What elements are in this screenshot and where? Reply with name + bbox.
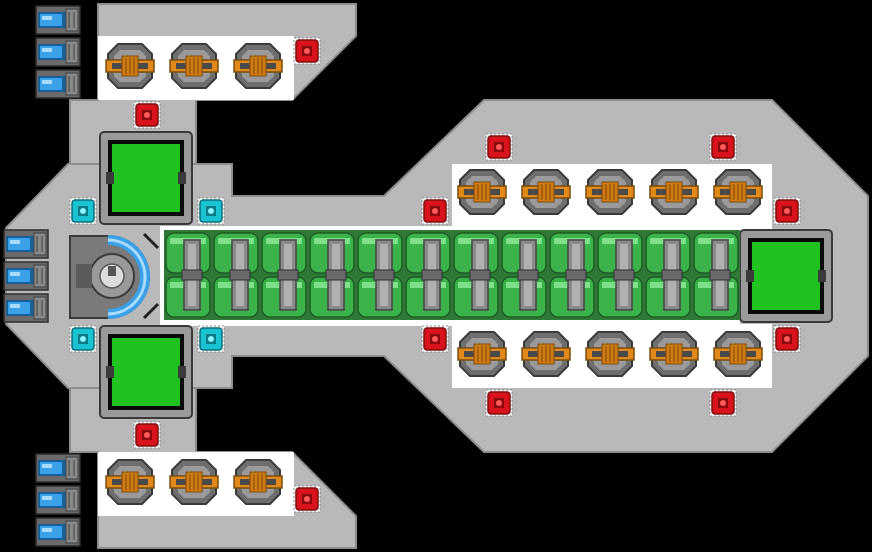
red-sensor-icon [485, 133, 513, 161]
red-sensor-icon [773, 197, 801, 225]
fuel-tanks [163, 229, 741, 321]
fuel-tank-icon [163, 229, 213, 321]
cyan-sensor-icon [197, 325, 225, 353]
turret-icon [457, 169, 507, 215]
red-sensor-icon [773, 325, 801, 353]
cockpit-icon [66, 230, 160, 324]
reactor-icon [99, 131, 193, 225]
fuel-tank-icon [499, 229, 549, 321]
fuel-tank-icon [451, 229, 501, 321]
turret-icon [649, 169, 699, 215]
thruster-icon [35, 37, 81, 67]
thruster-icon [35, 453, 81, 483]
fuel-tank-icon [307, 229, 357, 321]
red-sensor-icon [485, 389, 513, 417]
turret-icon [521, 331, 571, 377]
thruster-icon [35, 69, 81, 99]
turret-icon [105, 43, 155, 89]
thruster-icon [35, 5, 81, 35]
cyan-sensor-icon [69, 197, 97, 225]
turret-icon [169, 43, 219, 89]
fuel-tank-icon [355, 229, 405, 321]
red-sensor-icon [709, 133, 737, 161]
turret-icon [169, 459, 219, 505]
red-sensor-icon [421, 325, 449, 353]
red-sensor-icon [133, 421, 161, 449]
thruster-icon [3, 261, 49, 291]
turret-icon [585, 331, 635, 377]
red-sensor-icon [133, 101, 161, 129]
fuel-tank-icon [403, 229, 453, 321]
turret-icon [233, 459, 283, 505]
red-sensor-icon [709, 389, 737, 417]
turret-icon [457, 331, 507, 377]
cyan-sensor-icon [69, 325, 97, 353]
fuel-tank-icon [211, 229, 261, 321]
fuel-tank-icon [643, 229, 693, 321]
red-sensor-icon [421, 197, 449, 225]
thruster-icon [3, 229, 49, 259]
turret-icon [713, 331, 763, 377]
turret-icon [105, 459, 155, 505]
fuel-tank-icon [259, 229, 309, 321]
thruster-icon [35, 517, 81, 547]
turret-icon [521, 169, 571, 215]
turret-icon [713, 169, 763, 215]
thruster-icon [35, 485, 81, 515]
red-sensor-icon [293, 37, 321, 65]
turret-icon [233, 43, 283, 89]
cyan-sensor-icon [197, 197, 225, 225]
red-sensor-icon [293, 485, 321, 513]
fuel-tank-icon [547, 229, 597, 321]
fuel-tank-icon [691, 229, 741, 321]
turret-icon [649, 331, 699, 377]
thruster-icon [3, 293, 49, 323]
turret-icon [585, 169, 635, 215]
reactor-icon [739, 229, 833, 323]
reactor-icon [99, 325, 193, 419]
fuel-tank-icon [595, 229, 645, 321]
